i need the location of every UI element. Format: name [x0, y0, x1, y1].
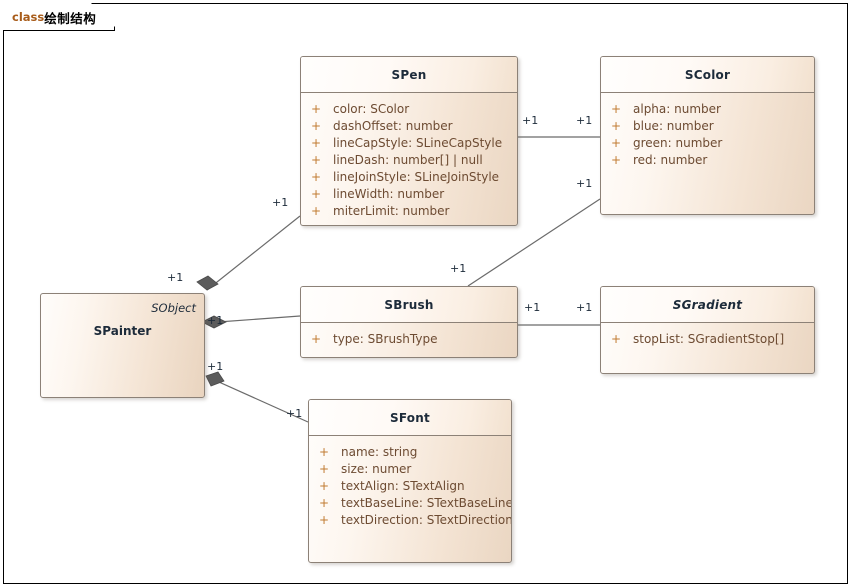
multiplicity-painter-pen-target: +1 [272, 196, 289, 209]
attribute-signature: alpha: number [633, 102, 721, 116]
sbrush-attributes: + type: SBrushType [301, 323, 517, 354]
multiplicity-pen-color-target: +1 [576, 114, 593, 127]
attribute-signature: textAlign: STextAlign [341, 479, 465, 493]
attribute-row: + dashOffset: number [301, 118, 517, 135]
attribute-visibility: + [311, 153, 322, 167]
class-box-spen[interactable]: SPen + color: SColor + dashOffset: number + l… [300, 56, 518, 226]
attribute-signature: color: SColor [333, 102, 410, 116]
class-box-spainter[interactable]: SObject SPainter [40, 293, 205, 398]
attribute-visibility: + [311, 204, 322, 218]
attribute-row: + miterLimit: number [301, 203, 517, 220]
spainter-title: SPainter [93, 324, 152, 338]
attribute-signature: lineWidth: number [333, 187, 445, 201]
attribute-visibility: + [611, 102, 622, 116]
attribute-signature: red: number [633, 153, 708, 167]
frame-kind-label: class [12, 10, 45, 24]
class-box-scolor[interactable]: SColor + alpha: number + blue: number + green… [600, 56, 815, 215]
attribute-visibility: + [611, 119, 622, 133]
attribute-row: + color: SColor [301, 101, 517, 118]
attribute-row: + lineDash: number[] | null [301, 152, 517, 169]
scolor-attributes: + alpha: number + blue: number + green: numbe… [601, 93, 814, 175]
multiplicity-painter-pen-source: +1 [167, 271, 184, 284]
attribute-visibility: + [311, 119, 322, 133]
multiplicity-brush-color-source: +1 [450, 262, 467, 275]
class-box-sgradient[interactable]: SGradient + stopList: SGradientStop[] [600, 286, 815, 374]
frame-title-label: 绘制结构 [44, 10, 97, 26]
multiplicity-pen-color-source: +1 [522, 114, 539, 127]
attribute-row: + red: number [601, 152, 814, 169]
spainter-parent-label: SObject [151, 301, 196, 315]
spen-attributes: + color: SColor + dashOffset: number + lineCa… [301, 93, 517, 225]
attribute-visibility: + [319, 462, 330, 476]
attribute-visibility: + [311, 170, 322, 184]
attribute-visibility: + [319, 496, 330, 510]
attribute-visibility: + [319, 513, 330, 527]
class-box-sbrush[interactable]: SBrush + type: SBrushType [300, 286, 518, 358]
diagram-frame [3, 3, 848, 584]
spen-title: SPen [391, 67, 427, 82]
attribute-visibility: + [311, 102, 322, 116]
attribute-signature: type: SBrushType [333, 332, 438, 346]
attribute-row: + size: numer [309, 461, 511, 478]
attribute-signature: dashOffset: number [333, 119, 453, 133]
sfont-header: SFont [309, 400, 511, 436]
attribute-row: + lineJoinStyle: SLineJoinStyle [301, 169, 517, 186]
multiplicity-brush-gradient-source: +1 [524, 301, 541, 314]
multiplicity-brush-color-target: +1 [576, 177, 593, 190]
attribute-row: + textAlign: STextAlign [309, 478, 511, 495]
class-box-sfont[interactable]: SFont + name: string + size: numer + textAlig… [308, 399, 512, 563]
attribute-row: + name: string [309, 444, 511, 461]
multiplicity-painter-font-source: +1 [207, 360, 224, 373]
sgradient-attributes: + stopList: SGradientStop[] [601, 323, 814, 354]
attribute-visibility: + [611, 136, 622, 150]
attribute-visibility: + [311, 332, 322, 346]
spen-header: SPen [301, 57, 517, 93]
sfont-title: SFont [390, 410, 430, 425]
scolor-header: SColor [601, 57, 814, 93]
attribute-signature: lineDash: number[] | null [333, 153, 483, 167]
attribute-signature: miterLimit: number [333, 204, 450, 218]
sbrush-header: SBrush [301, 287, 517, 323]
attribute-row: + textBaseLine: STextBaseLine [309, 495, 511, 512]
scolor-title: SColor [684, 67, 731, 82]
attribute-visibility: + [319, 479, 330, 493]
multiplicity-painter-brush-source: +1 [207, 314, 224, 327]
attribute-row: + alpha: number [601, 101, 814, 118]
sgradient-header: SGradient [601, 287, 814, 323]
attribute-row: + textDirection: STextDirection [309, 512, 511, 529]
multiplicity-painter-font-target: +1 [286, 407, 303, 420]
attribute-row: + stopList: SGradientStop[] [601, 331, 814, 348]
attribute-signature: lineJoinStyle: SLineJoinStyle [333, 170, 500, 184]
attribute-signature: size: numer [341, 462, 412, 476]
multiplicity-brush-gradient-target: +1 [576, 301, 593, 314]
attribute-signature: stopList: SGradientStop[] [633, 332, 785, 346]
attribute-signature: blue: number [633, 119, 714, 133]
attribute-signature: textBaseLine: STextBaseLine [341, 496, 512, 510]
attribute-row: + lineWidth: number [301, 186, 517, 203]
attribute-visibility: + [311, 136, 322, 150]
attribute-signature: green: number [633, 136, 723, 150]
attribute-signature: name: string [341, 445, 418, 459]
attribute-row: + lineCapStyle: SLineCapStyle [301, 135, 517, 152]
attribute-visibility: + [319, 445, 330, 459]
attribute-row: + green: number [601, 135, 814, 152]
sfont-attributes: + name: string + size: numer + textAlign: STe… [309, 436, 511, 535]
attribute-signature: lineCapStyle: SLineCapStyle [333, 136, 503, 150]
attribute-visibility: + [611, 332, 622, 346]
attribute-visibility: + [311, 187, 322, 201]
sbrush-title: SBrush [384, 297, 434, 312]
attribute-visibility: + [611, 153, 622, 167]
attribute-row: + blue: number [601, 118, 814, 135]
attribute-row: + type: SBrushType [301, 331, 517, 348]
attribute-signature: textDirection: STextDirection [341, 513, 512, 527]
sgradient-title: SGradient [672, 297, 743, 312]
